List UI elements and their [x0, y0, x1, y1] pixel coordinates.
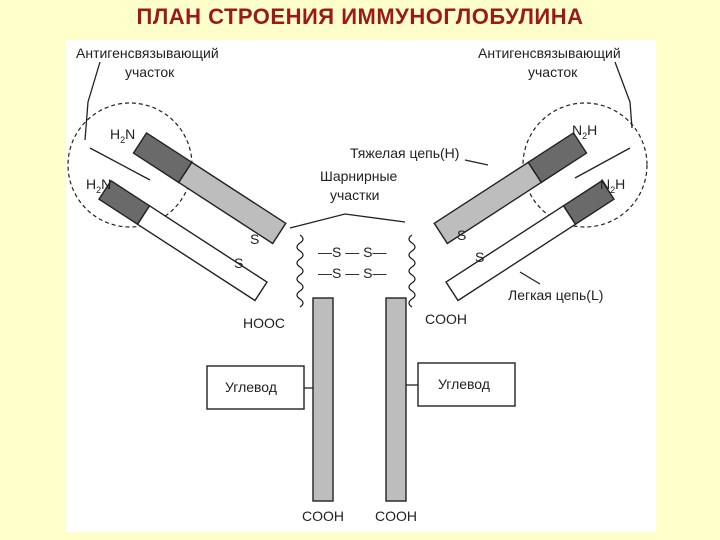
pointer-heavy-chain — [464, 159, 489, 166]
label-disulfide-bottom: —S — S— — [318, 265, 386, 281]
light-chain-right-constant — [445, 204, 577, 302]
pointer-light-chain — [519, 271, 541, 285]
pointer-antigen-left — [84, 61, 101, 141]
heavy-chain-right-constant — [433, 161, 543, 245]
pointer-hinge — [289, 213, 406, 229]
label-cooh-bottom-right: COOH — [375, 508, 417, 524]
label-antigen-right-1: Антигенсвязывающий — [478, 45, 621, 61]
diagram-panel — [66, 40, 656, 532]
light-chain-right — [445, 179, 615, 302]
label-antigen-left-2: участок — [125, 64, 175, 80]
label-h2n-left-top: H2N — [110, 126, 135, 145]
label-n2h-right-bottom: N2H — [600, 176, 625, 195]
slide-title: ПЛАН СТРОЕНИЯ ИММУНОГЛОБУЛИНА — [136, 4, 584, 29]
antigen-site-circle-right — [522, 102, 648, 228]
fc-stem-left — [312, 297, 334, 502]
hinge-spring-right — [408, 234, 416, 308]
label-cooh-bottom-left: COOH — [302, 508, 344, 524]
label-antigen-left-1: Антигенсвязывающий — [76, 45, 219, 61]
heavy-chain-left-constant — [177, 161, 287, 245]
light-chain-left-constant — [136, 204, 268, 302]
label-heavy-chain: Тяжелая цепь(H) — [350, 145, 459, 161]
label-carbohydrate-right: Углевод — [438, 376, 490, 392]
label-s-left-2: S — [234, 255, 243, 271]
label-cooh-right: COOH — [425, 311, 467, 327]
label-n2h-right-top: N2H — [572, 122, 597, 141]
label-s-left-1: S — [250, 231, 259, 247]
label-hinge-2: участки — [330, 187, 379, 203]
heavy-chain-right — [433, 131, 588, 245]
label-hooc-left: HOOC — [243, 315, 285, 331]
label-h2n-left-bottom: H2N — [86, 176, 111, 195]
pointer-antigen-right — [614, 61, 633, 129]
label-carbohydrate-left: Углевод — [225, 379, 277, 395]
heavy-chain-left — [132, 131, 287, 245]
label-light-chain: Легкая цепь(L) — [508, 287, 603, 303]
light-chain-left — [98, 179, 268, 302]
label-s-right-1: S — [457, 227, 466, 243]
carbohydrate-box-left — [206, 365, 305, 410]
arrow-right-inner — [574, 147, 631, 179]
label-hinge-1: Шарнирные — [320, 168, 398, 184]
label-disulfide-top: —S — S— — [318, 244, 386, 260]
fc-stem-right — [385, 297, 407, 502]
label-s-right-2: S — [475, 249, 484, 265]
label-antigen-right-2: участок — [528, 64, 578, 80]
arrow-left-inner — [89, 147, 151, 181]
hinge-spring-left — [296, 234, 304, 308]
